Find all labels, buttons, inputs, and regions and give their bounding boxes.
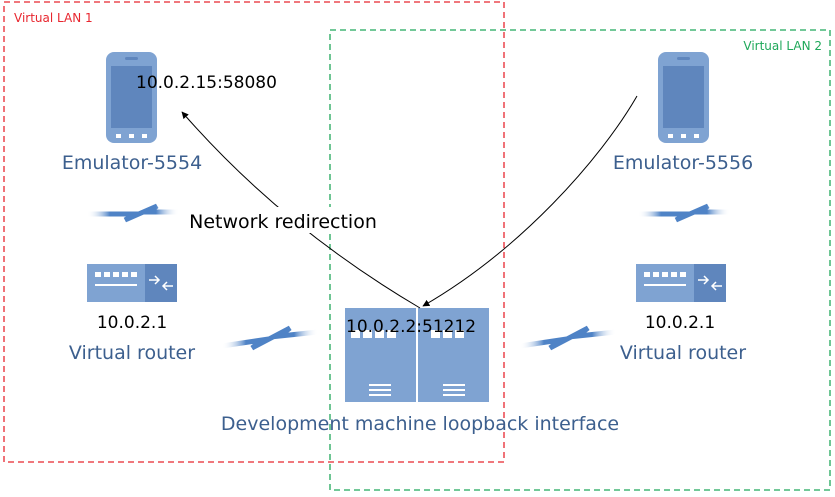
lightning-icon: [638, 203, 730, 223]
lightning-icon: [519, 325, 617, 351]
virtual-lan-1-box: [3, 1, 505, 463]
router-icon: [636, 264, 726, 302]
smartphone-icon: [658, 52, 709, 143]
router-icon: [87, 264, 177, 302]
virtual-lan-2-box: [329, 29, 831, 491]
router-2-name: Virtual router: [620, 342, 746, 364]
lightning-icon: [221, 325, 319, 351]
host-address: 10.0.2.2:51212: [346, 317, 476, 337]
emulator-5556-name: Emulator-5556: [613, 152, 753, 174]
lightning-icon: [87, 203, 179, 223]
redirection-arrow-from-emulator-5556: [422, 95, 638, 307]
server-icon: [345, 308, 489, 402]
annotation-background: [182, 207, 384, 233]
smartphone-icon: [106, 52, 157, 143]
network-redirection-label: Network redirection: [189, 211, 377, 233]
router-1-address: 10.0.2.1: [97, 313, 167, 333]
emulator-5554-name: Emulator-5554: [62, 152, 202, 174]
emulator-5554-address: 10.0.2.15:58080: [136, 73, 277, 93]
virtual-lan-1-label: Virtual LAN 1: [14, 11, 93, 25]
router-2-address: 10.0.2.1: [645, 313, 715, 333]
virtual-lan-2-label: Virtual LAN 2: [743, 39, 822, 53]
host-name: Development machine loopback interface: [221, 413, 619, 435]
router-1-name: Virtual router: [69, 342, 195, 364]
